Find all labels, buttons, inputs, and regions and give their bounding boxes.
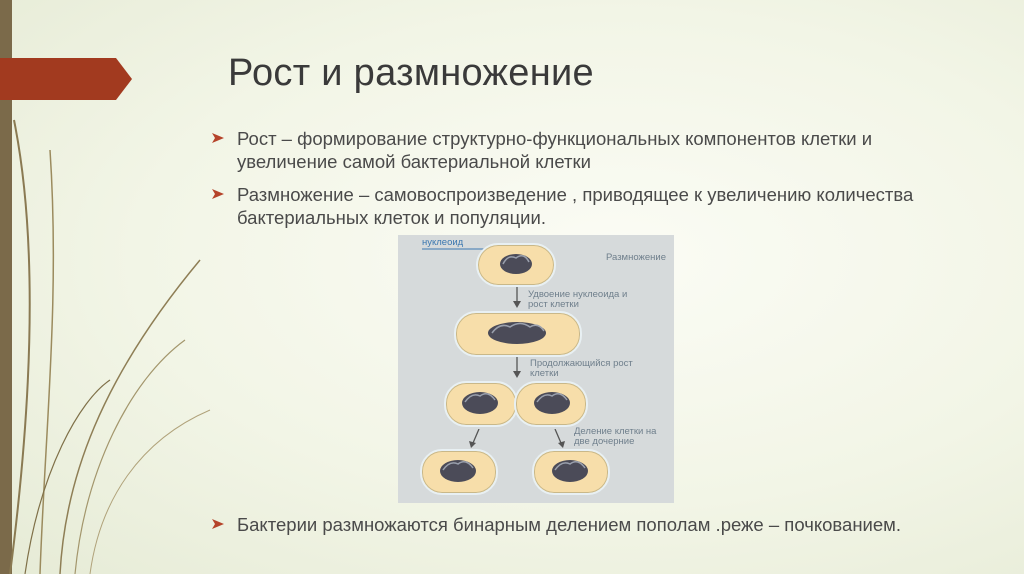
nucleoid-label: нуклеоид: [422, 237, 464, 248]
down-arrow-icon: [513, 357, 521, 378]
arrow-bullet-icon: [212, 519, 224, 529]
bullet-reproduction: Размножение – самовоспроизведение , прив…: [212, 183, 952, 229]
bacterial-cell: [454, 311, 582, 357]
left-decor-strip: [0, 0, 12, 574]
down-right-arrow-icon: [554, 429, 565, 448]
bullet-text: Рост – формирование структурно-функциона…: [237, 128, 873, 172]
step-1-label: Удвоение нуклеоида и рост клетки: [528, 289, 628, 310]
title-accent-tab: [0, 58, 132, 100]
nucleoid-icon: [552, 460, 588, 482]
nucleoid-icon: [440, 460, 476, 482]
down-left-arrow-icon: [469, 429, 480, 448]
nucleoid-icon: [462, 392, 498, 414]
step-2-label: Продолжающийся рост клетки: [530, 358, 633, 379]
grass-decoration: [9, 119, 211, 574]
bullet-growth: Рост – формирование структурно-функциона…: [212, 127, 952, 173]
dividing-cell-right: [514, 381, 588, 427]
slide-title: Рост и размножение: [228, 52, 594, 94]
arrow-bullet-icon: [212, 189, 224, 199]
bullet-binary-fission: Бактерии размножаются бинарным делением …: [212, 513, 952, 536]
bullet-text: Бактерии размножаются бинарным делением …: [237, 514, 902, 535]
down-arrow-icon: [513, 287, 521, 308]
arrow-bullet-icon: [212, 133, 224, 143]
daughter-cell-left: [420, 449, 498, 495]
daughter-cell-right: [532, 449, 610, 495]
nucleoid-icon: [534, 392, 570, 414]
dividing-cell-left: [444, 381, 518, 427]
nucleoid-icon: [488, 322, 546, 344]
step-3-label: Деление клетки на две дочерние: [574, 426, 657, 447]
binary-fission-diagram: нуклеоид Размножение Удвоение нуклеоида …: [398, 235, 674, 503]
bacterial-cell: [476, 243, 556, 287]
bullet-text: Размножение – самовоспроизведение , прив…: [237, 184, 914, 228]
nucleoid-icon: [500, 254, 532, 274]
reproduction-label: Размножение: [606, 252, 666, 263]
